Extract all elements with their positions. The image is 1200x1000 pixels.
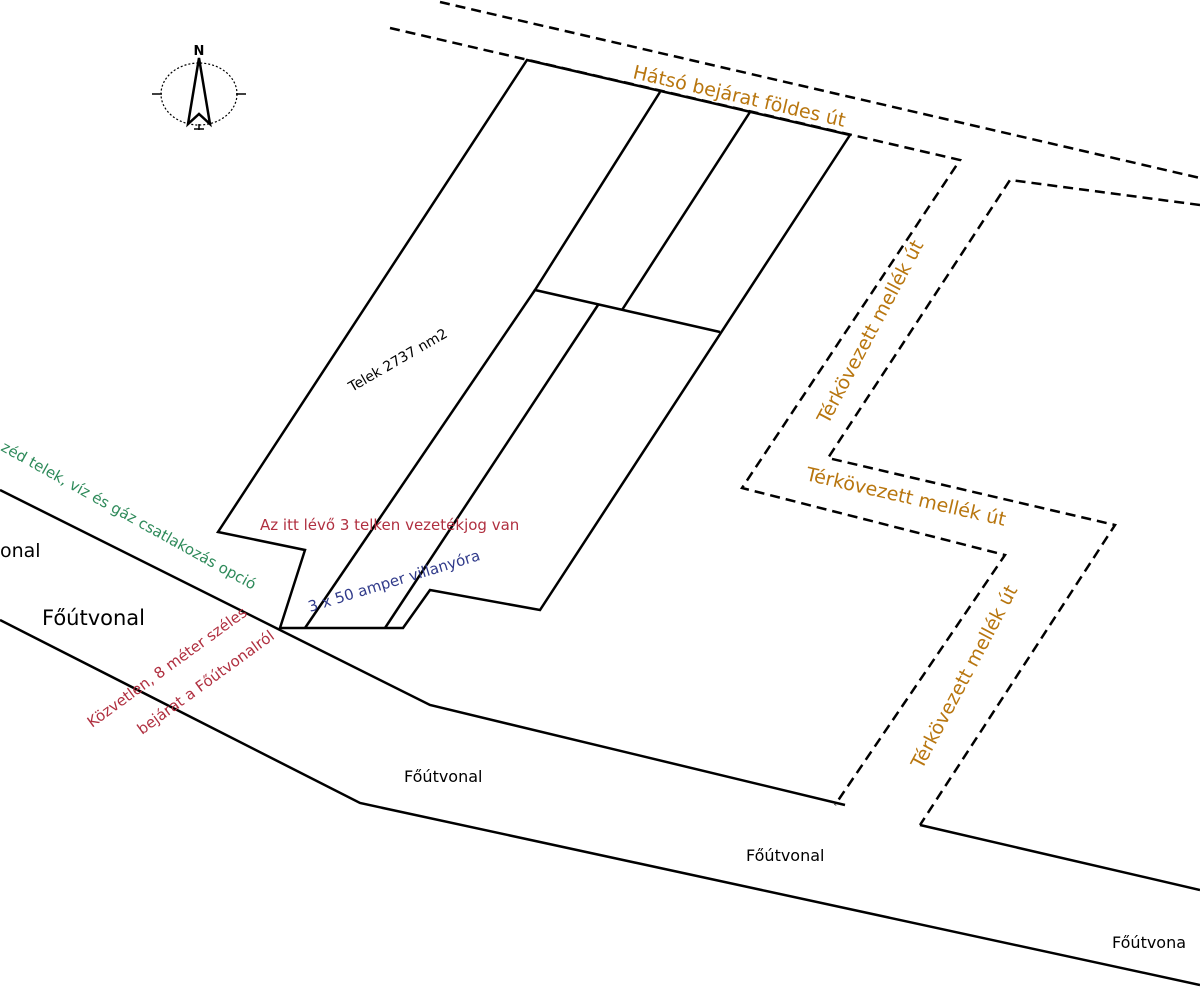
paved-road-label: Térkövezett mellék út bbox=[907, 582, 1023, 774]
main-road-label: Főútvonal bbox=[746, 846, 824, 865]
north-arrow-icon bbox=[186, 57, 212, 128]
neighbor-plot-note: zéd telek, víz és gáz csatlakozás opció bbox=[0, 438, 259, 594]
plot-area-label: Telek 2737 nm2 bbox=[345, 326, 450, 396]
plot-division-4 bbox=[383, 304, 600, 629]
paved-road-right-edge bbox=[825, 178, 1200, 826]
easement-note: Az itt lévő 3 telken vezetékjog van bbox=[260, 516, 519, 534]
paved-road-left-edge bbox=[389, 26, 1008, 806]
plot-boundary bbox=[215, 58, 853, 630]
main-road-label: Főútvonal bbox=[404, 767, 482, 786]
main-road-right-edge bbox=[919, 823, 1200, 892]
north-label: N bbox=[194, 44, 205, 59]
plot-outline bbox=[215, 58, 853, 630]
main-road-label: Főútvonal bbox=[42, 606, 145, 630]
main-road-label: Főútvona bbox=[1112, 933, 1186, 952]
plot-division-1 bbox=[532, 91, 721, 334]
labels: Hátsó bejárat földes út Térkövezett mell… bbox=[0, 61, 1186, 952]
electric-meter-note: 3 x 50 amper villanyóra bbox=[306, 546, 482, 615]
back-road-outer-edge bbox=[439, 0, 1200, 180]
plot-division-3 bbox=[303, 289, 537, 629]
plot-division-2 bbox=[620, 111, 752, 311]
main-road bbox=[0, 488, 1200, 987]
dashed-roads bbox=[389, 0, 1200, 826]
compass-rose: N bbox=[152, 44, 246, 130]
main-road-lower-edge bbox=[0, 618, 1200, 987]
compass-circle bbox=[160, 62, 238, 126]
main-road-upper-edge bbox=[0, 488, 846, 807]
paved-road-label: Térkövezett mellék út bbox=[803, 463, 1008, 531]
main-road-label: onal bbox=[0, 540, 41, 562]
